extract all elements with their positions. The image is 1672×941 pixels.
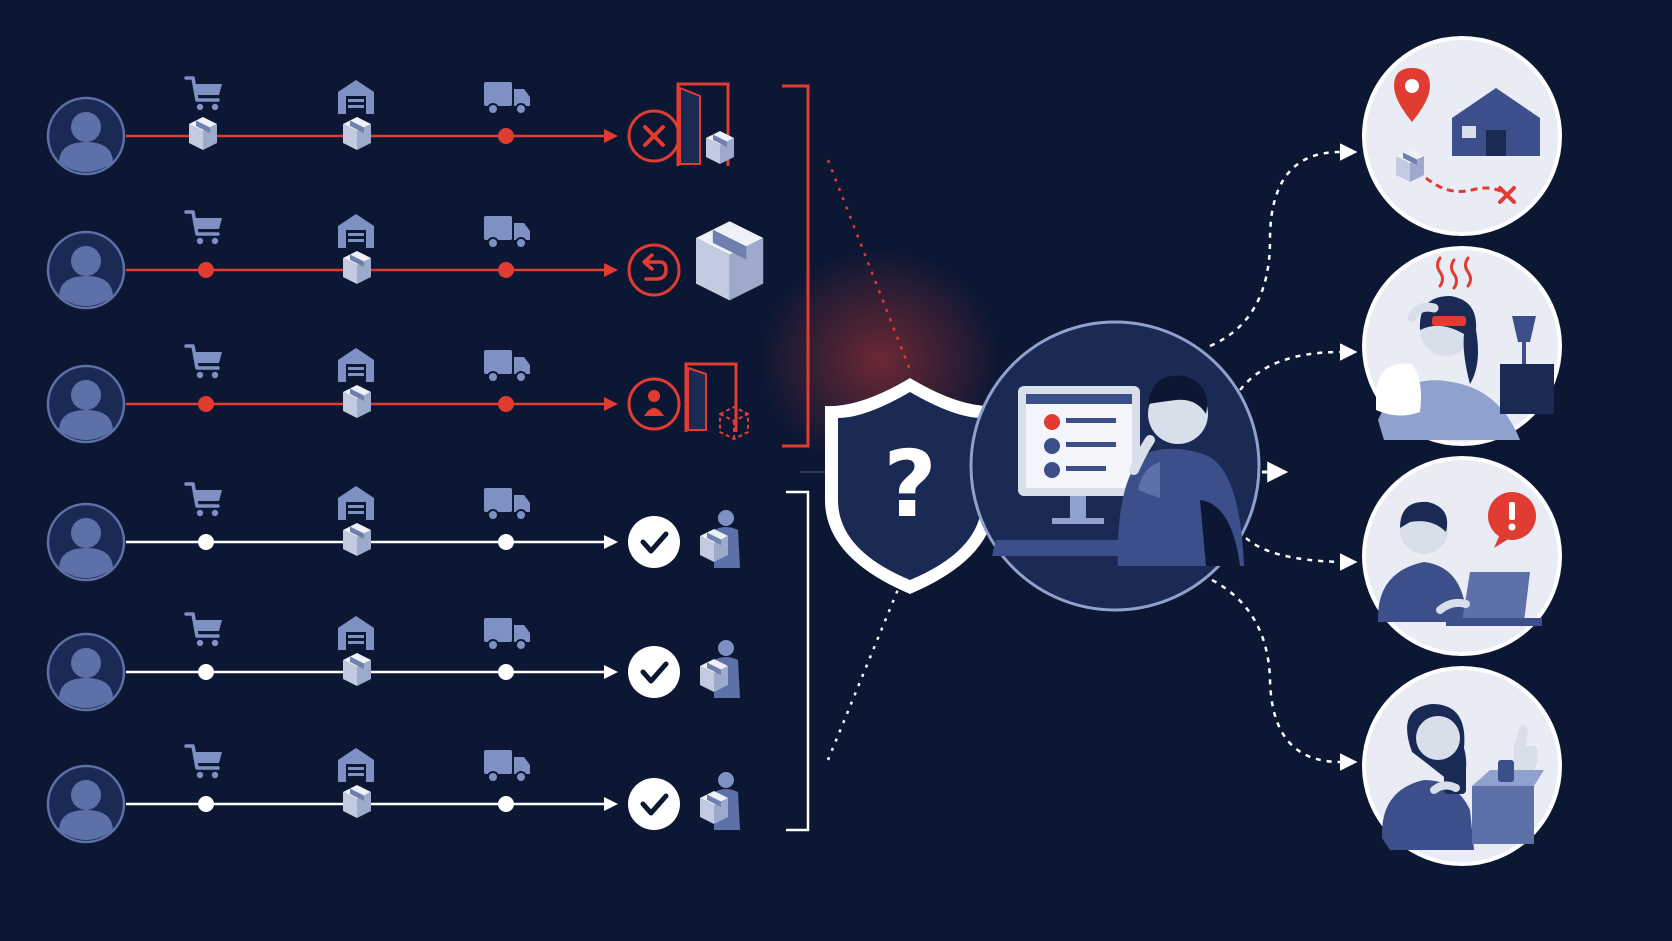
timeline-node xyxy=(498,262,514,278)
timeline-arrowhead xyxy=(604,797,618,811)
delivery-row-5 xyxy=(46,612,740,712)
sick-customer-icon xyxy=(1362,246,1562,446)
package-icon xyxy=(343,251,371,284)
customer-avatar-icon xyxy=(46,502,126,582)
package-icon xyxy=(343,523,371,556)
door-panel xyxy=(687,366,707,431)
wrong-address-icon xyxy=(1362,36,1562,236)
branch-to-sick-customer xyxy=(1239,343,1358,391)
timeline-arrowhead xyxy=(604,665,618,679)
timeline-node xyxy=(498,396,514,412)
shield-question-mark: ? xyxy=(883,431,936,538)
timeline-node xyxy=(198,396,214,412)
timeline-node xyxy=(498,128,514,144)
satisfied-customer-icon xyxy=(1362,666,1562,866)
timeline-node xyxy=(498,664,514,680)
customer-avatar-icon xyxy=(46,230,126,310)
checkmark-icon xyxy=(628,516,680,568)
delivery-rows xyxy=(46,76,764,844)
customer-avatar-icon xyxy=(46,364,126,444)
delivery-row-1 xyxy=(46,76,734,176)
timeline-node xyxy=(198,664,214,680)
package-icon xyxy=(343,785,371,818)
return-arrow-icon xyxy=(627,243,681,297)
branch-to-satisfied-customer xyxy=(1211,578,1358,771)
return-arrow-icon xyxy=(644,260,668,281)
timeline-arrowhead xyxy=(604,535,618,549)
missing-package-icon xyxy=(684,362,738,432)
missing-box-outline xyxy=(719,405,749,441)
checkmark-icon xyxy=(628,778,680,830)
door-panel xyxy=(679,86,701,165)
package-icon xyxy=(696,221,764,301)
delivery-row-3 xyxy=(46,344,749,444)
timeline-node xyxy=(498,796,514,812)
timeline-node xyxy=(198,796,214,812)
timeline-arrowhead xyxy=(604,263,618,277)
timeline-node xyxy=(198,534,214,550)
analyst-at-computer-icon xyxy=(969,320,1261,612)
checkmark-stroke xyxy=(640,793,669,816)
shield-icon: ? xyxy=(825,378,995,594)
delivered-bracket xyxy=(786,490,810,832)
package-icon xyxy=(343,385,371,418)
return-arrowhead xyxy=(642,253,654,271)
theft-icon xyxy=(648,390,660,402)
customer-avatar-icon xyxy=(46,764,126,844)
failed-bracket xyxy=(782,84,810,448)
timeline-arrowhead xyxy=(604,129,618,143)
checkmark-icon xyxy=(628,646,680,698)
theft-icon xyxy=(627,377,681,431)
package-icon xyxy=(189,117,217,150)
package-icon xyxy=(706,131,734,164)
x-mark-icon xyxy=(643,125,665,147)
package-icon xyxy=(343,653,371,686)
delivery-row-4 xyxy=(46,482,740,582)
customer-avatar-icon xyxy=(46,632,126,712)
checkmark-stroke xyxy=(640,661,669,684)
timeline-node xyxy=(198,262,214,278)
timeline-node xyxy=(498,534,514,550)
funnel-line-top xyxy=(826,159,912,371)
branch-to-complaint xyxy=(1245,537,1358,571)
theft-figure xyxy=(644,408,664,416)
funnel-line-bottom xyxy=(826,559,912,761)
package-icon xyxy=(343,117,371,150)
checkmark-stroke xyxy=(640,531,669,554)
open-door-icon xyxy=(676,82,730,166)
large-box-icon xyxy=(696,221,764,301)
delivery-row-6 xyxy=(46,744,740,844)
customer-avatar-icon xyxy=(46,96,126,176)
timeline-arrowhead xyxy=(604,397,618,411)
complaint-icon xyxy=(1362,456,1562,656)
delivery-row-2 xyxy=(46,210,764,310)
